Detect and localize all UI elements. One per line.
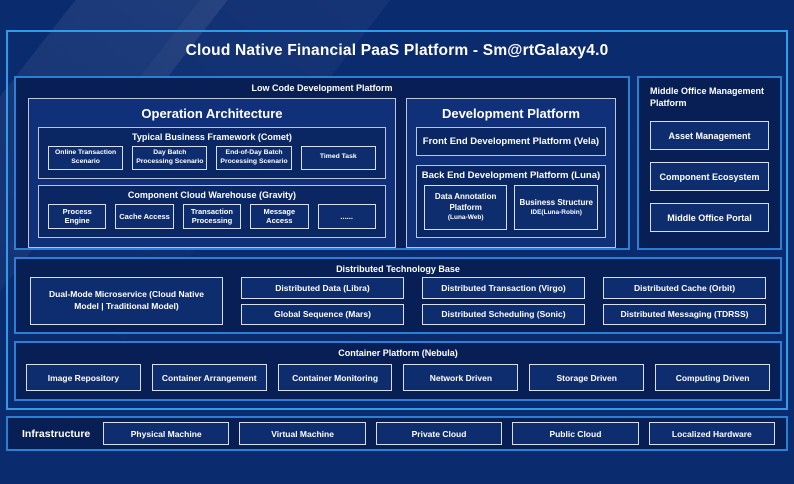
front-end-development-platform: Front End Development Platform (Vela) [415,127,606,156]
component-cloud-warehouse-label: Component Cloud Warehouse (Gravity) [127,189,297,200]
low-code-development-platform: Low Code Development Platform Operation … [14,76,630,250]
item-computing-driven: Computing Driven [655,364,770,391]
item-asset-management: Asset Management [650,121,769,151]
item-name: Data Annotation Platform [434,192,497,212]
item-distributed-data: Distributed Data (Libra) [241,277,404,299]
item-subtitle: IDE(Luna-Robin) [530,209,582,217]
item-component-ecosystem: Component Ecosystem [650,162,769,192]
component-cloud-items: Process Engine Cache Access Transaction … [39,203,385,238]
distributed-column: Distributed Transaction (Virgo) Distribu… [422,277,585,325]
item-name: Business Structure [519,197,593,207]
operation-architecture-title: Operation Architecture [141,106,283,121]
item-public-cloud: Public Cloud [512,422,639,445]
item-end-of-day-batch-processing-scenario: End-of-Day Batch Processing Scenario [216,146,292,170]
development-platform: Development Platform Front End Developme… [405,98,616,249]
low-code-platform-label: Low Code Development Platform [251,83,393,93]
item-container-arrangement: Container Arrangement [151,364,267,391]
middle-office-management-platform: Middle Office Management Platform Asset … [637,76,782,250]
operation-architecture: Operation Architecture Typical Business … [28,98,396,249]
item-container-monitoring: Container Monitoring [277,364,393,391]
low-code-platform-body: Operation Architecture Typical Business … [16,96,628,259]
container-platform-label: Container Platform (Nebula) [338,348,458,358]
item-localized-hardware: Localized Hardware [648,422,776,445]
item-distributed-cache: Distributed Cache (Orbit) [603,277,766,299]
item-global-sequence: Global Sequence (Mars) [241,303,404,325]
item-image-repository: Image Repository [26,364,141,391]
item-storage-driven: Storage Driven [529,364,645,391]
item-virtual-machine: Virtual Machine [239,422,366,445]
front-end-development-platform-label: Front End Development Platform (Vela) [422,136,600,147]
typical-business-framework-label: Typical Business Framework (Comet) [132,132,292,142]
item-private-cloud: Private Cloud [375,422,503,445]
item-cache-access: Cache Access [115,203,174,230]
item-distributed-messaging: Distributed Messaging (TDRSS) [603,303,766,325]
typical-business-items: Online Transaction Scenario Day Batch Pr… [39,145,385,178]
item-network-driven: Network Driven [403,364,519,391]
container-platform: Container Platform (Nebula) Image Reposi… [14,341,782,401]
distributed-column: Distributed Cache (Orbit) Distributed Me… [603,277,766,325]
infrastructure-label: Infrastructure [22,427,91,440]
item-ellipsis: ...... [317,203,376,230]
item-day-batch-processing-scenario: Day Batch Processing Scenario [132,146,208,170]
distributed-column: Distributed Data (Libra) Global Sequence… [241,277,404,325]
back-end-items: Data Annotation Platform (Luna-Web) Busi… [417,184,605,237]
back-end-development-platform: Back End Development Platform (Luna) Dat… [415,165,606,239]
infrastructure-section: Infrastructure Physical Machine Virtual … [6,416,788,451]
item-physical-machine: Physical Machine [103,422,230,445]
item-message-access: Message Access [250,203,309,230]
item-data-annotation-platform: Data Annotation Platform (Luna-Web) [423,185,508,231]
item-dual-mode-microservice: Dual-Mode Microservice (Cloud Native Mod… [30,277,223,325]
item-distributed-transaction: Distributed Transaction (Virgo) [422,277,585,299]
item-business-structure-ide: Business Structure IDE(Luna-Robin) [514,185,599,231]
item-transaction-processing: Transaction Processing [182,203,242,230]
item-online-transaction-scenario: Online Transaction Scenario [48,146,124,170]
item-process-engine: Process Engine [48,203,107,230]
item-middle-office-portal: Middle Office Portal [650,203,769,233]
development-platform-title: Development Platform [441,106,580,121]
distributed-base-items: Dual-Mode Microservice (Cloud Native Mod… [30,277,766,325]
back-end-development-platform-label: Back End Development Platform (Luna) [421,170,601,181]
distributed-technology-base: Distributed Technology Base Dual-Mode Mi… [14,257,782,334]
typical-business-framework: Typical Business Framework (Comet) Onlin… [38,127,386,179]
component-cloud-warehouse: Component Cloud Warehouse (Gravity) Proc… [38,184,386,239]
item-subtitle: (Luna-Web) [447,214,484,222]
container-platform-items: Image Repository Container Arrangement C… [26,364,770,391]
distributed-base-label: Distributed Technology Base [336,264,460,274]
item-timed-task: Timed Task [300,146,376,170]
item-distributed-scheduling: Distributed Scheduling (Sonic) [422,303,585,325]
platform-frame: Cloud Native Financial PaaS Platform - S… [6,30,788,410]
middle-office-label: Middle Office Management Platform [650,86,765,108]
page-title: Cloud Native Financial PaaS Platform - S… [185,42,609,59]
